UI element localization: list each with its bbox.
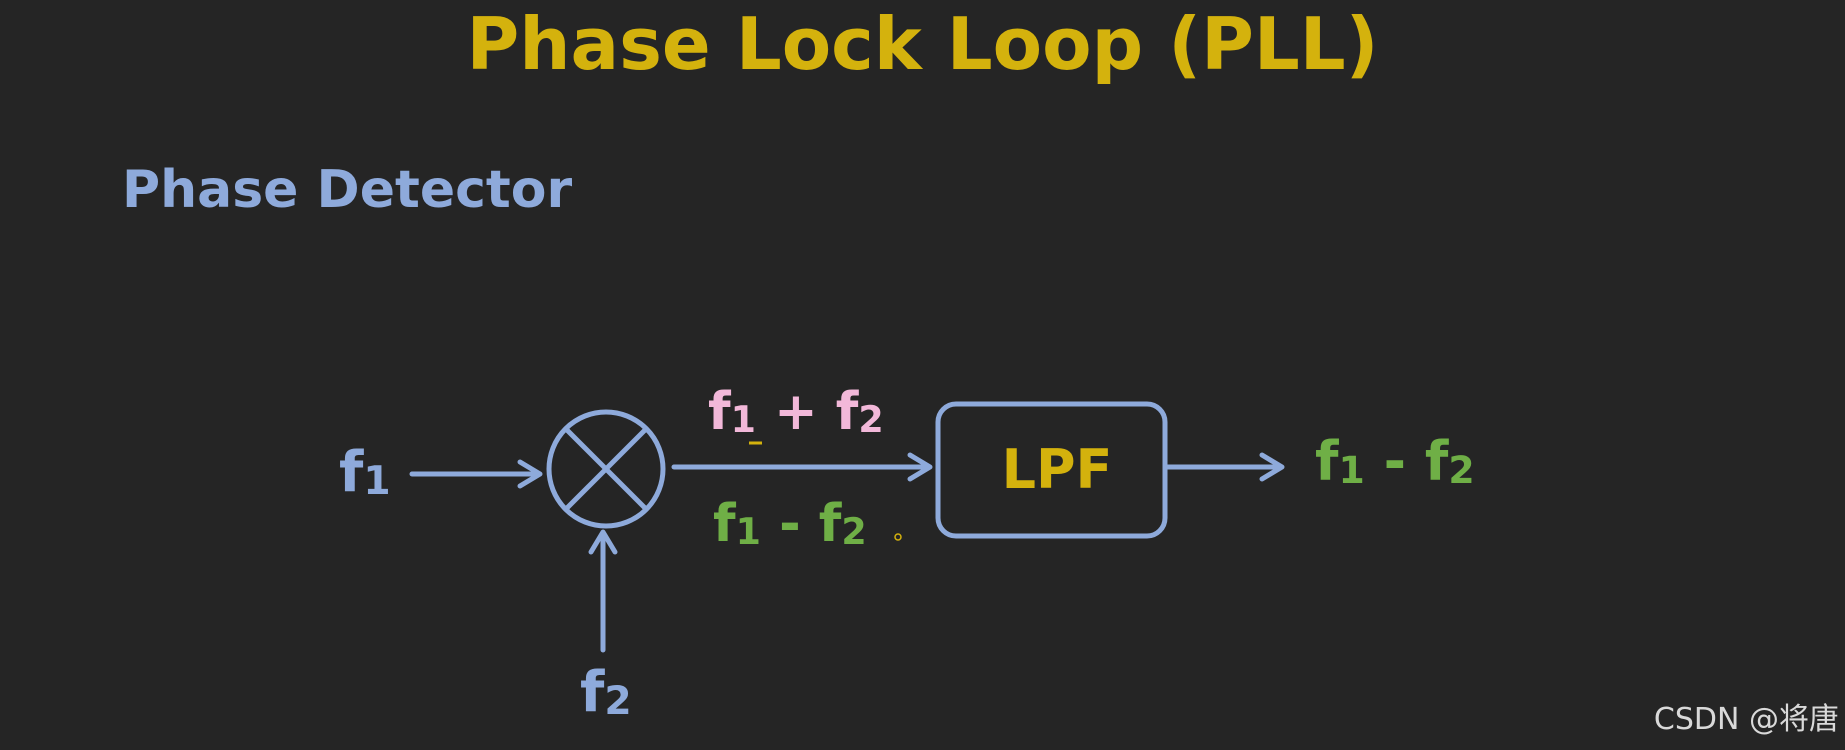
output-label: f1 - f2	[1315, 430, 1475, 493]
input-f1-arrow	[409, 459, 543, 489]
mixer-sum-label: f1 + f2	[708, 382, 884, 442]
mixer-difference-label: f1 - f2	[713, 494, 867, 554]
section-subtitle: Phase Detector	[122, 160, 573, 220]
input-f2-label: f2	[580, 660, 632, 725]
input-f1-label: f1	[339, 440, 391, 505]
mixer-to-lpf-arrow	[671, 452, 933, 482]
input-f2-arrow	[588, 529, 618, 653]
lpf-output-arrow	[1163, 452, 1285, 482]
stray-dot-mark	[894, 533, 902, 541]
lpf-label: LPF	[1001, 438, 1113, 501]
mixer-multiplier-icon	[546, 409, 666, 529]
lpf-block	[935, 401, 1168, 539]
watermark: CSDN @将唐	[1653, 702, 1839, 737]
page-title: Phase Lock Loop (PLL)	[466, 2, 1379, 86]
